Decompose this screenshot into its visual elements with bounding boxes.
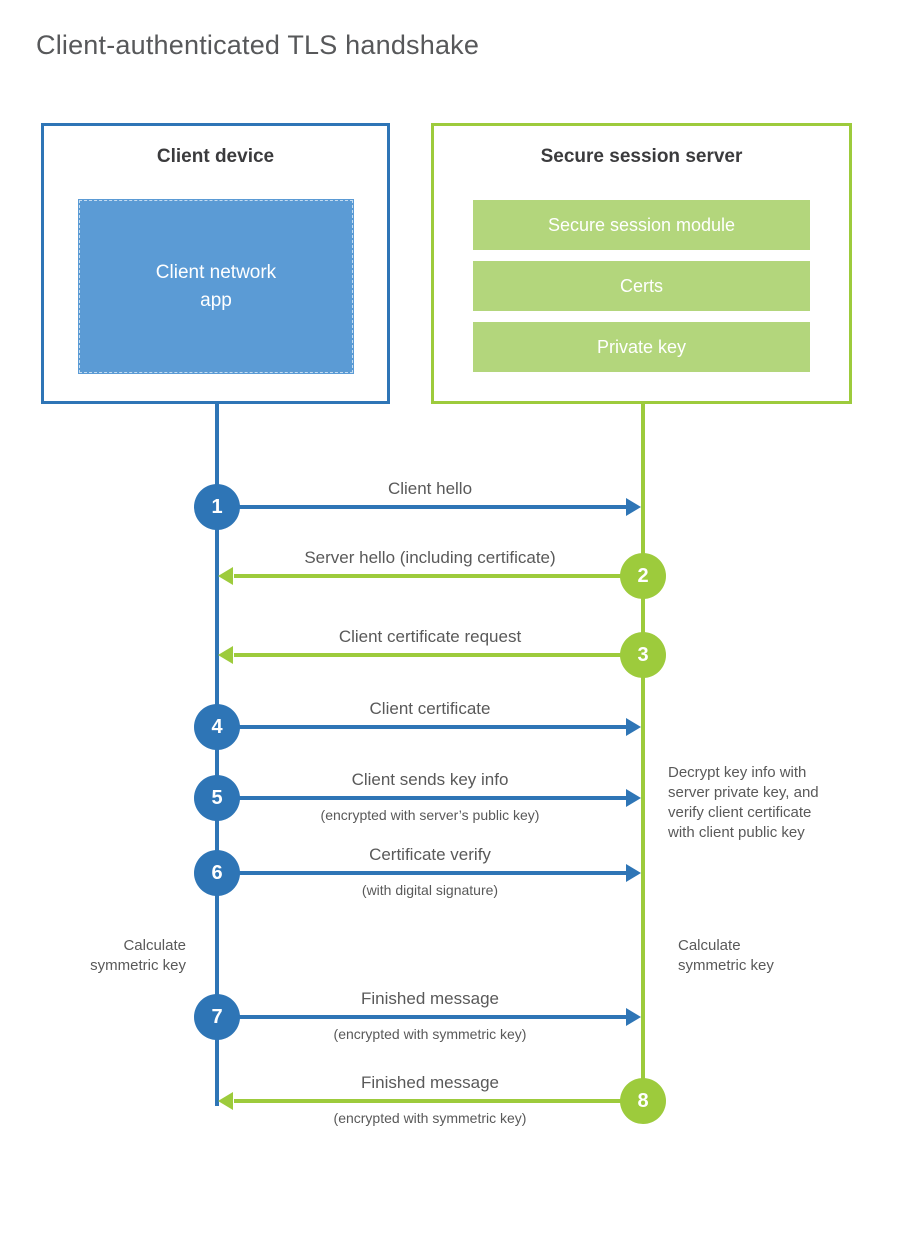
page-title: Client-authenticated TLS handshake (36, 30, 480, 60)
step-circle-5: 5 (194, 775, 240, 821)
message-sublabel-7: (encrypted with symmetric key) (333, 1026, 527, 1042)
arrowhead-right-icon (626, 718, 641, 736)
arrowhead-right-icon (626, 789, 641, 807)
message-arrow-4 (217, 725, 627, 729)
message-arrow-8 (234, 1099, 643, 1103)
server-module-certs: Certs (473, 261, 810, 311)
message-arrow-6 (217, 871, 627, 875)
arrowhead-right-icon (626, 498, 641, 516)
arrowhead-left-icon (218, 567, 233, 585)
client-lifeline (215, 404, 219, 1106)
step-circle-1: 1 (194, 484, 240, 530)
message-label-8: Finished message (361, 1073, 499, 1092)
client-device-title: Client device (156, 146, 275, 167)
message-sublabel-5: (encrypted with server’s public key) (320, 807, 540, 823)
message-label-2: Server hello (including certificate) (304, 548, 556, 567)
message-label-6: Certificate verify (369, 845, 491, 864)
message-label-7: Finished message (361, 989, 499, 1008)
server-module-secure-session: Secure session module (473, 200, 810, 250)
message-arrow-7 (217, 1015, 627, 1019)
message-arrow-2 (234, 574, 643, 578)
step-circle-2: 2 (620, 553, 666, 599)
arrowhead-left-icon (218, 646, 233, 664)
message-arrow-5 (217, 796, 627, 800)
step-circle-3: 3 (620, 632, 666, 678)
step-circle-7: 7 (194, 994, 240, 1040)
note-calculate-symmetric-key-client: Calculate symmetric key (90, 937, 186, 974)
server-lifeline (641, 404, 645, 1104)
message-label-5: Client sends key info (351, 770, 509, 789)
note-calculate-symmetric-key-server: Calculate symmetric key (678, 937, 774, 974)
message-label-4: Client certificate (369, 699, 491, 718)
step-circle-6: 6 (194, 850, 240, 896)
message-label-1: Client hello (387, 479, 473, 498)
step-circle-4: 4 (194, 704, 240, 750)
message-arrow-3 (234, 653, 643, 657)
arrowhead-right-icon (626, 864, 641, 882)
client-network-app-box: Client network app (78, 199, 354, 374)
server-module-private-key: Private key (473, 322, 810, 372)
arrowhead-right-icon (626, 1008, 641, 1026)
step-circle-8: 8 (620, 1078, 666, 1124)
message-label-3: Client certificate request (338, 627, 522, 646)
message-arrow-1 (217, 505, 627, 509)
message-sublabel-8: (encrypted with symmetric key) (333, 1110, 527, 1126)
arrowhead-left-icon (218, 1092, 233, 1110)
note-decrypt-key-info: Decrypt key info with server private key… (668, 764, 819, 841)
secure-session-server-title: Secure session server (540, 146, 743, 167)
message-sublabel-6: (with digital signature) (361, 882, 499, 898)
